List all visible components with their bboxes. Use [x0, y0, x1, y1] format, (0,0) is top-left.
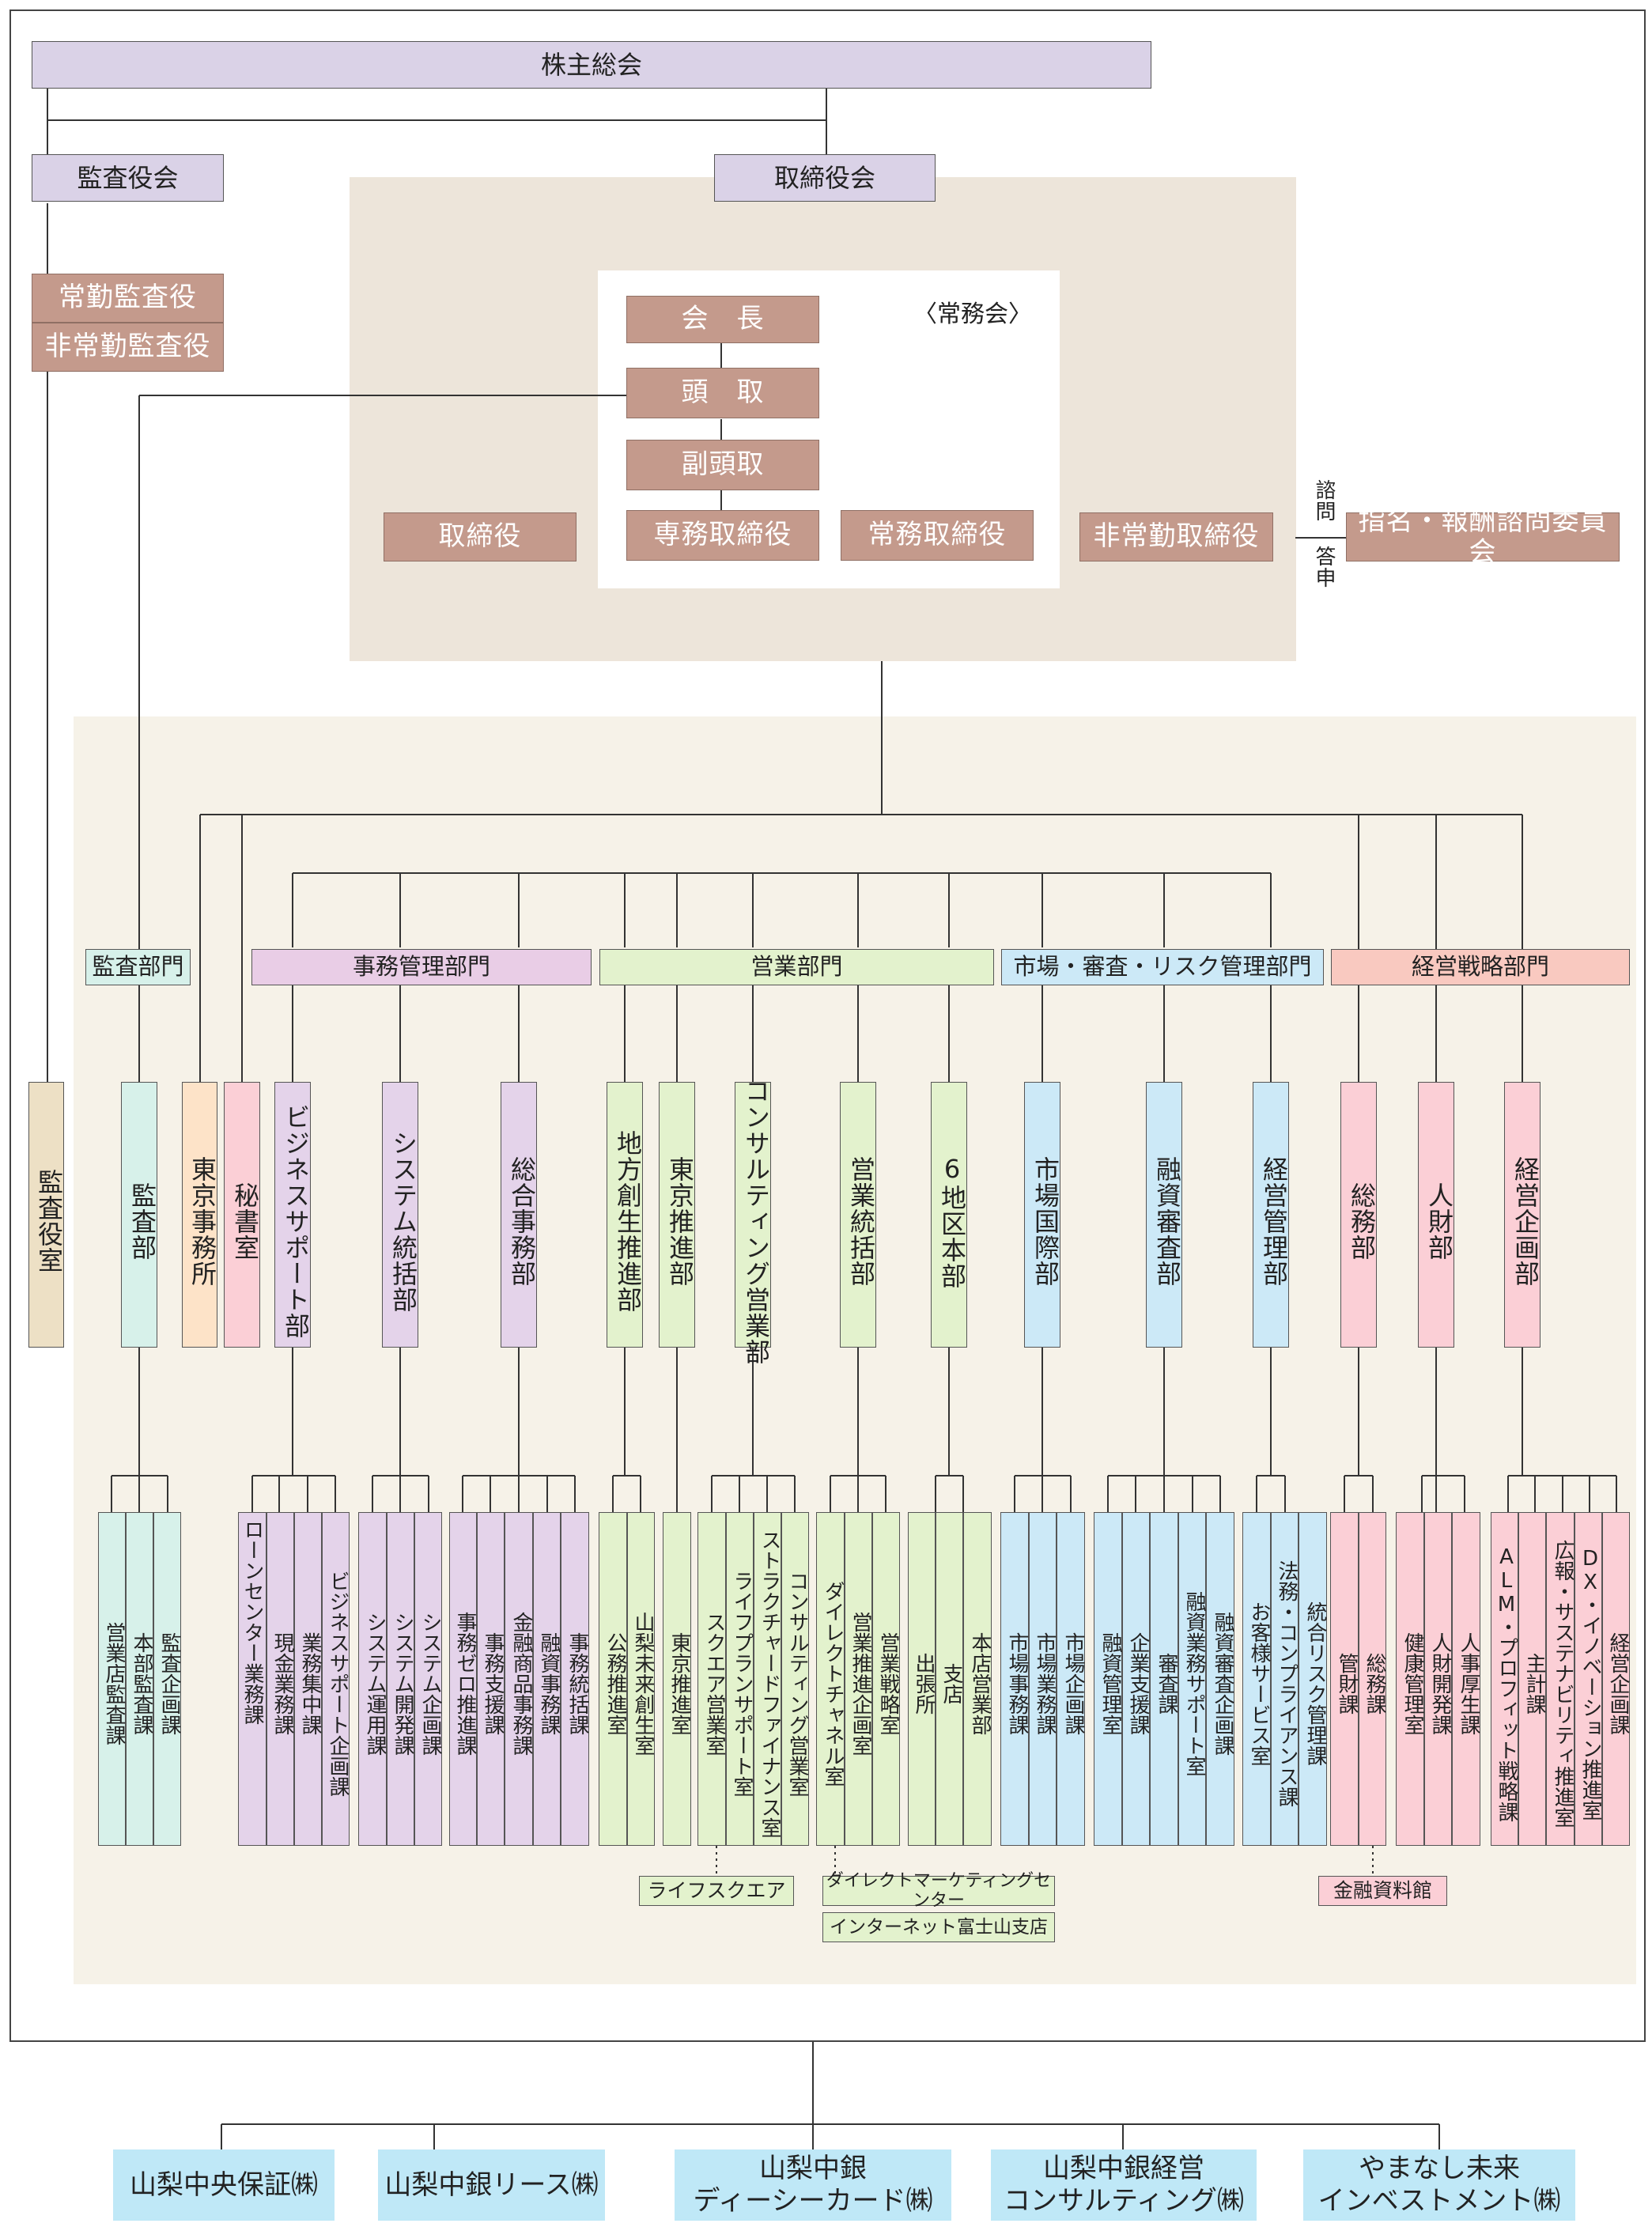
auditors-board: 監査役会: [32, 154, 224, 202]
dept-hr: 人財部: [1418, 1082, 1454, 1348]
group-outline: [9, 9, 1646, 2042]
managing-director: 常務取締役: [841, 510, 1034, 561]
dept-business-support: ビジネスサポート部: [274, 1082, 311, 1348]
dept-auditor-office: 監査役室: [28, 1082, 64, 1348]
unit-integrated-risk: 統合リスク管理課: [1299, 1512, 1327, 1846]
unit-sales-strategy: 営業戦略室: [872, 1512, 900, 1846]
unit-system-planning: システム企画課: [414, 1512, 442, 1846]
unit-cash-ops: 現金業務課: [267, 1512, 294, 1846]
dept-sales-control: 営業統括部: [840, 1082, 876, 1348]
unit-system-operations: システム運用課: [358, 1512, 387, 1846]
dept-market-intl: 市場国際部: [1024, 1082, 1060, 1348]
unit-hq-audit: 本部監査課: [126, 1512, 153, 1846]
unit-credit-review: 審査課: [1150, 1512, 1178, 1846]
note-lifesquare: ライフスクエア: [639, 1876, 794, 1906]
unit-talent-development: 人財開発課: [1424, 1512, 1452, 1846]
dept-system: システム統括部: [382, 1082, 418, 1348]
unit-loan-business-support: 融資業務サポート室: [1178, 1512, 1206, 1846]
dept-tokyo-promotion: 東京推進部: [659, 1082, 695, 1348]
unit-tokyo-promotion-office: 東京推進室: [663, 1512, 691, 1846]
dept-regional: 地方創生推進部: [607, 1082, 643, 1348]
dept-secretary: 秘書室: [224, 1082, 260, 1348]
unit-loan-center: ローンセンター業務課: [238, 1512, 267, 1846]
unit-general-affairs: 総務課: [1359, 1512, 1386, 1846]
unit-structured-finance: ストラクチャードファイナンス室: [754, 1512, 781, 1846]
subsidiary-investment: やまなし未来インベストメント㈱: [1303, 2149, 1575, 2221]
unit-yamanashi-future: 山梨未来創生室: [627, 1512, 655, 1846]
subsidiary-guarantee: 山梨中央保証㈱: [113, 2149, 335, 2221]
dept-consulting: コンサルティング営業部: [735, 1078, 771, 1365]
unit-market-business: 市場業務課: [1029, 1512, 1057, 1846]
unit-public-promotion: 公務推進室: [599, 1512, 627, 1846]
unit-branch: 支店: [936, 1512, 963, 1846]
board-of-directors: 取締役会: [714, 154, 936, 202]
note-museum: 金融資料館: [1318, 1876, 1447, 1906]
unit-consulting-sales: コンサルティング営業室: [781, 1512, 809, 1846]
subsidiary-lease: 山梨中銀リース㈱: [378, 2149, 605, 2221]
outside-director: 非常勤取締役: [1079, 512, 1273, 561]
unit-square-sales: スクエア営業室: [697, 1512, 726, 1846]
unit-audit-planning: 監査企画課: [153, 1512, 181, 1846]
consult-label: 諮問: [1312, 479, 1336, 522]
division-audit: 監査部門: [85, 949, 191, 985]
unit-pr-sustainability: 広報・サステナビリティ推進室: [1546, 1512, 1575, 1846]
unit-sales-promotion-planning: 営業推進企画室: [845, 1512, 872, 1846]
note-internet-branch: インターネット富士山支店: [822, 1912, 1055, 1942]
unit-alm-profit: ALM・プロフィット戦略課: [1491, 1512, 1518, 1846]
dept-six-region: 6地区本部: [931, 1082, 967, 1348]
unit-admin-support: 事務支援課: [477, 1512, 505, 1846]
unit-system-development: システム開発課: [387, 1512, 414, 1846]
dept-management: 経営管理部: [1253, 1082, 1289, 1348]
dept-general: 総務部: [1340, 1082, 1377, 1348]
unit-zero-admin: 事務ゼロ推進課: [449, 1512, 477, 1846]
unit-corporate-planning: 経営企画課: [1602, 1512, 1630, 1846]
dept-planning: 経営企画部: [1504, 1082, 1540, 1348]
executive-committee-label: 〈常務会〉: [913, 301, 1032, 328]
unit-lifeplan-support: ライフプランサポート室: [726, 1512, 754, 1846]
unit-accounting: 主計課: [1518, 1512, 1546, 1846]
division-admin: 事務管理部門: [251, 949, 592, 985]
unit-corporate-support: 企業支援課: [1122, 1512, 1150, 1846]
unit-financial-products-admin: 金融商品事務課: [505, 1512, 533, 1846]
unit-head-office-sales: 本店営業部: [963, 1512, 992, 1846]
unit-branch-audit: 営業店監査課: [98, 1512, 126, 1846]
shareholders-meeting: 株主総会: [32, 41, 1151, 89]
nomination-committee: 指名・報酬諮問委員会: [1346, 505, 1620, 568]
report-label: 答申: [1312, 546, 1336, 588]
note-direct-marketing: ダイレクトマーケティングセンター: [822, 1871, 1055, 1911]
full-time-auditor: 常勤監査役: [32, 274, 224, 323]
unit-dx-innovation: DX・イノベーション推進室: [1575, 1512, 1602, 1846]
senior-managing-director: 専務取締役: [626, 510, 819, 561]
unit-loan-management: 融資管理室: [1094, 1512, 1122, 1846]
dept-tokyo-office: 東京事務所: [182, 1082, 217, 1348]
unit-market-admin: 市場事務課: [1000, 1512, 1029, 1846]
division-strategy: 経営戦略部門: [1331, 949, 1630, 985]
unit-health-management: 健康管理室: [1396, 1512, 1424, 1846]
division-market: 市場・審査・リスク管理部門: [1001, 949, 1324, 985]
dept-general-admin: 総合事務部: [501, 1082, 537, 1348]
subsidiary-dc-card: 山梨中銀ディーシーカード㈱: [675, 2149, 951, 2221]
outside-auditor: 非常勤監査役: [32, 323, 224, 372]
unit-loan-admin: 融資事務課: [533, 1512, 561, 1846]
director-box: 取締役: [384, 512, 576, 561]
president-box: 頭 取: [626, 368, 819, 418]
unit-business-support-planning: ビジネスサポート企画課: [322, 1512, 350, 1846]
vice-president-box: 副頭取: [626, 440, 819, 490]
unit-market-planning: 市場企画課: [1057, 1512, 1085, 1846]
dept-audit: 監査部: [121, 1082, 157, 1348]
unit-direct-channel: ダイレクトチャネル室: [816, 1512, 845, 1846]
subsidiary-consulting: 山梨中銀経営コンサルティング㈱: [991, 2149, 1257, 2221]
unit-customer-service: お客様サービス室: [1242, 1512, 1271, 1846]
division-sales: 営業部門: [599, 949, 994, 985]
unit-sub-branch: 出張所: [908, 1512, 936, 1846]
unit-hr-welfare: 人事厚生課: [1452, 1512, 1480, 1846]
dept-credit: 融資審査部: [1146, 1082, 1182, 1348]
unit-legal-compliance: 法務・コンプライアンス課: [1271, 1512, 1299, 1846]
unit-credit-planning: 融資審査企画課: [1206, 1512, 1234, 1846]
unit-property: 管財課: [1330, 1512, 1359, 1846]
chairman-box: 会 長: [626, 296, 819, 343]
unit-admin-control: 事務統括課: [561, 1512, 589, 1846]
unit-centralized-ops: 業務集中課: [294, 1512, 322, 1846]
